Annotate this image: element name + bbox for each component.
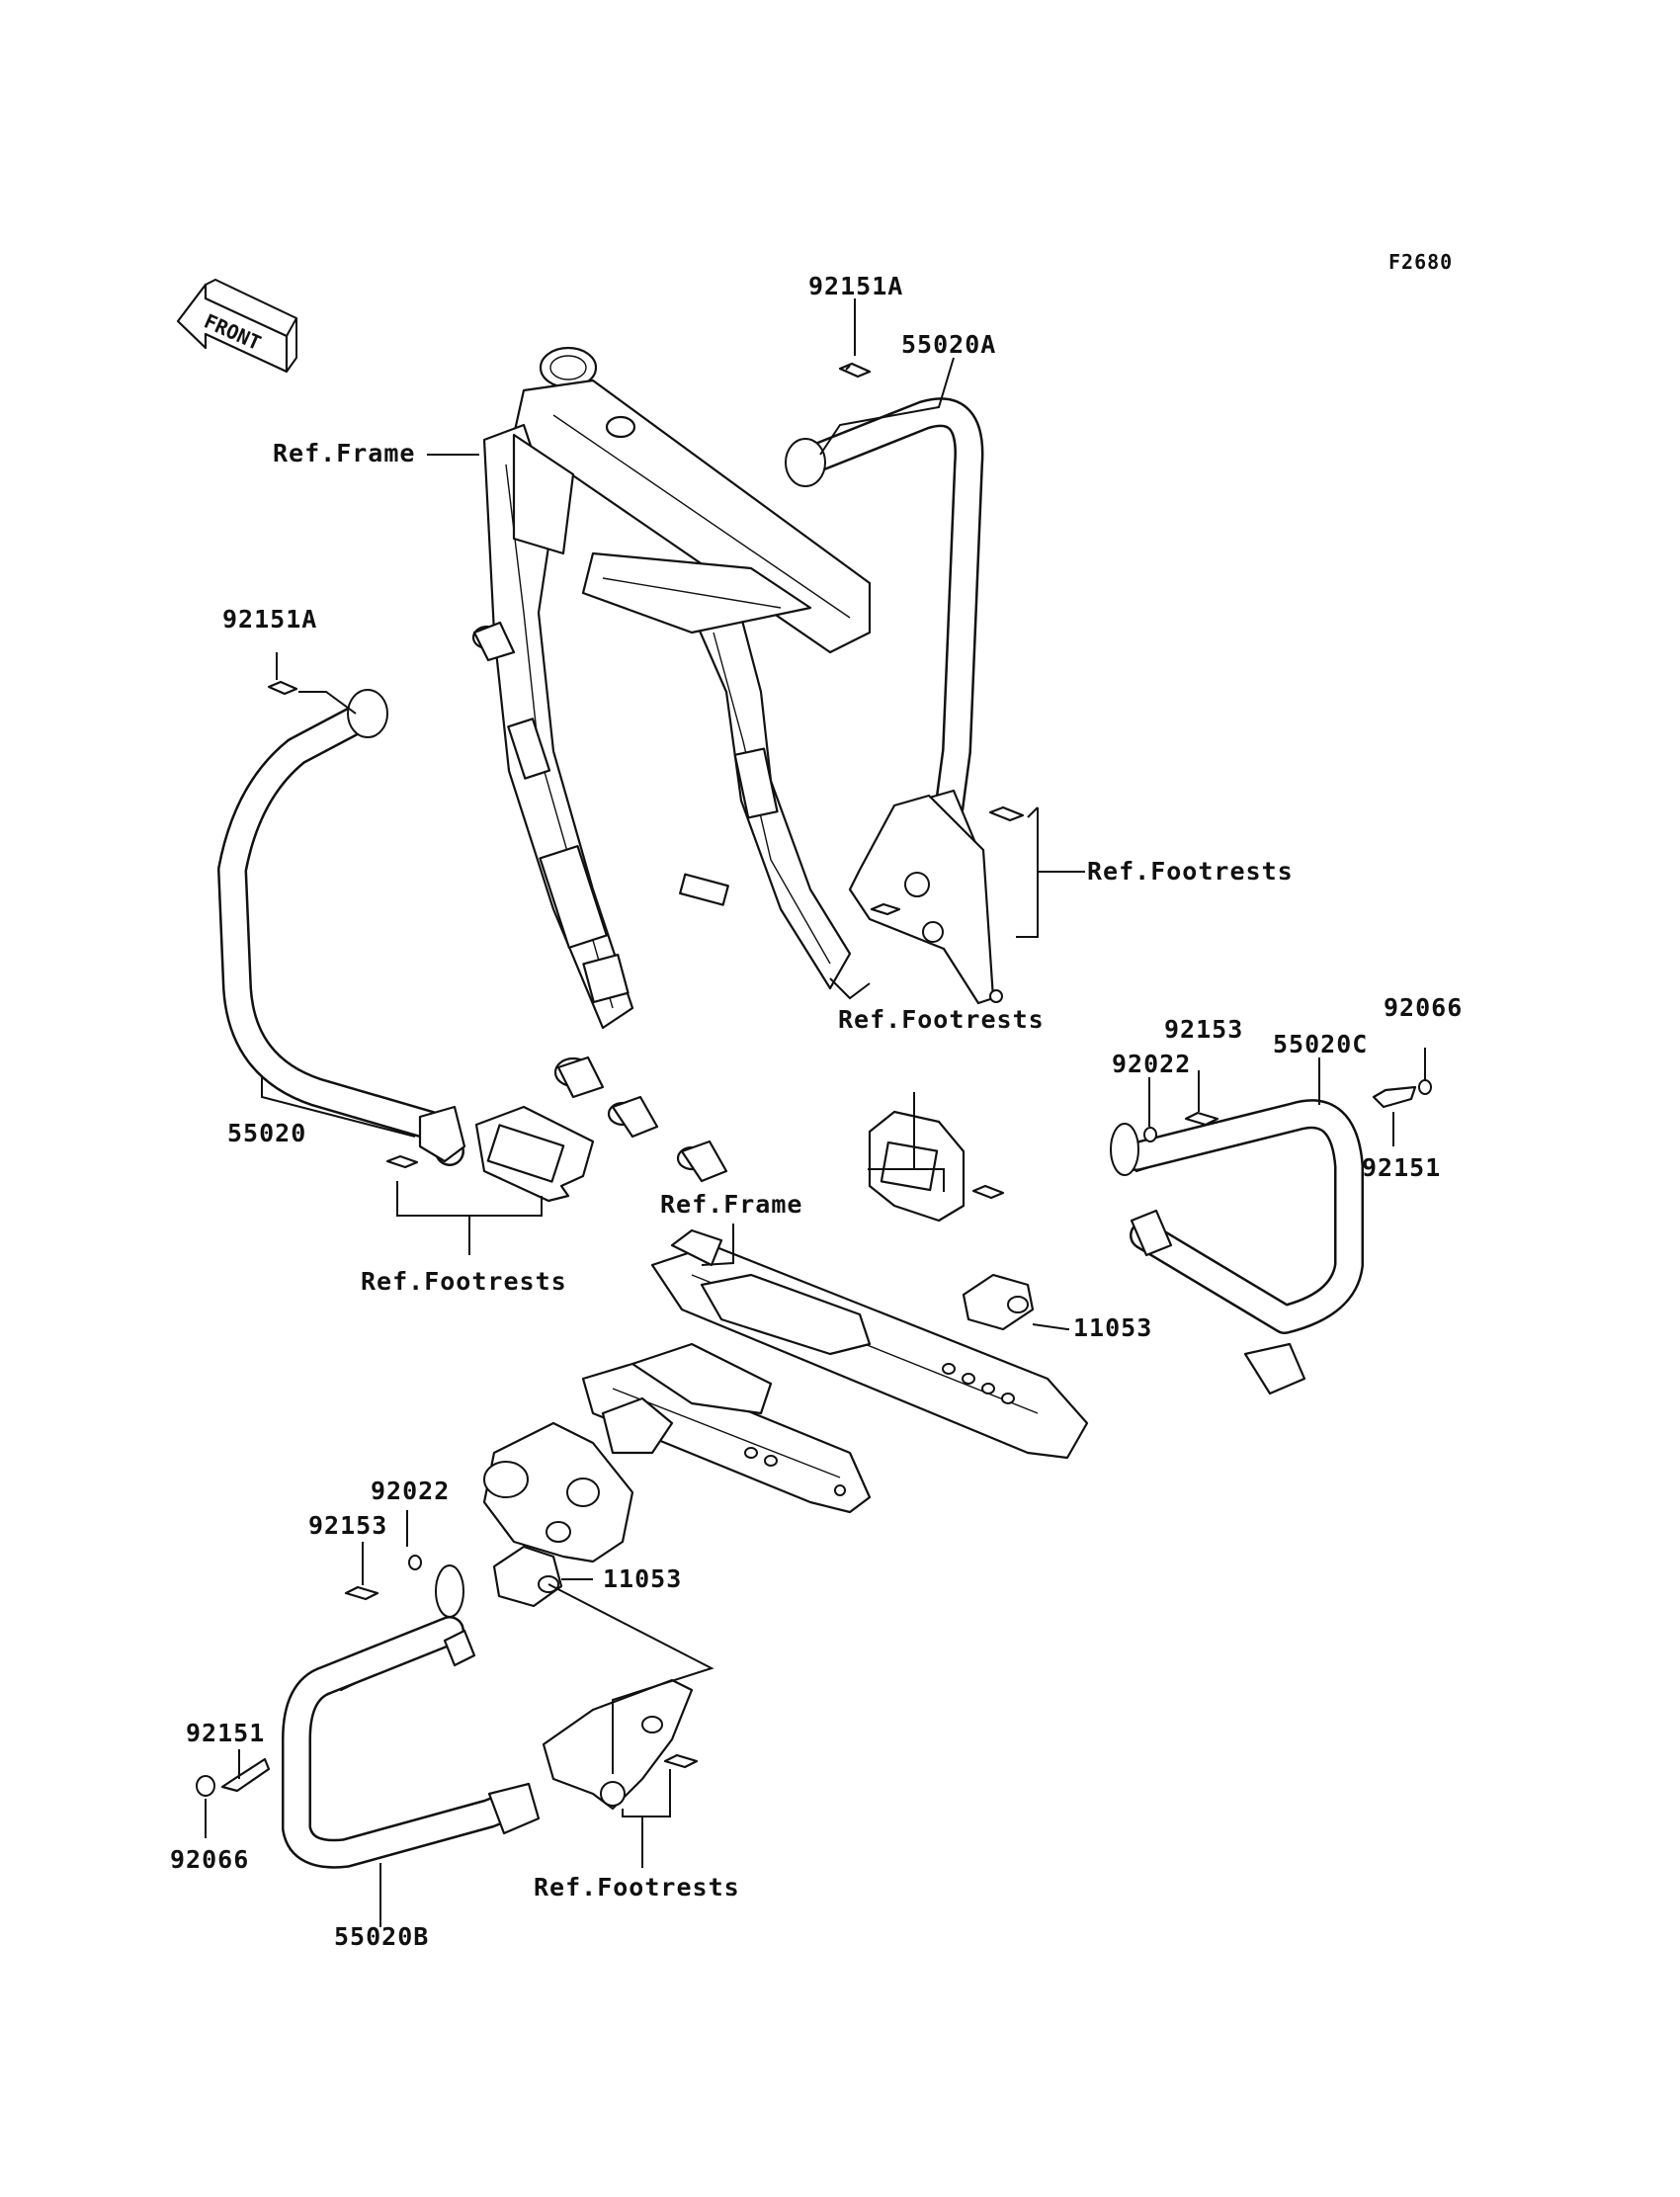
label-92151A-left: 92151A <box>222 605 317 634</box>
label-11053-right: 11053 <box>1073 1313 1152 1342</box>
label-92066-right: 92066 <box>1384 993 1463 1022</box>
lower-frame <box>482 1228 1089 1563</box>
label-ref-footrests-bottom: Ref.Footrests <box>534 1873 740 1901</box>
callout-labels: 92151A 55020A Ref.Frame 92151A Ref.Footr… <box>170 272 1463 1951</box>
footrest-bracket-lower-left <box>542 1678 694 1811</box>
leader-lines <box>205 298 1426 1927</box>
label-11053-left: 11053 <box>603 1564 682 1593</box>
label-ref-footrests-left: Ref.Footrests <box>361 1267 567 1296</box>
label-92022-right: 92022 <box>1112 1050 1191 1078</box>
bracket-11053-left <box>492 1545 563 1608</box>
label-92153-left: 92153 <box>308 1511 387 1540</box>
washer-92022-right <box>1143 1127 1157 1142</box>
footrest-bracket-upper-right <box>848 794 1003 1005</box>
label-55020A: 55020A <box>901 330 996 359</box>
guard-55020 <box>217 689 466 1166</box>
label-55020: 55020 <box>227 1119 306 1147</box>
label-55020B: 55020B <box>334 1922 429 1951</box>
guard-55020C <box>1110 1099 1364 1395</box>
footrest-bracket-mid <box>868 1110 966 1223</box>
bolt-footrest-upper-right <box>988 805 1025 822</box>
label-55020C: 55020C <box>1273 1030 1368 1058</box>
label-92153-right: 92153 <box>1164 1015 1243 1044</box>
main-frame <box>471 346 872 1183</box>
label-92151-right: 92151 <box>1362 1153 1441 1182</box>
bolt-92151A-top <box>838 362 872 379</box>
label-ref-frame-top: Ref.Frame <box>273 439 415 467</box>
label-92151-left: 92151 <box>186 1719 265 1747</box>
bolt-92151-right <box>1372 1085 1417 1109</box>
label-92022-left: 92022 <box>371 1477 450 1505</box>
bolt-92153-left <box>344 1585 379 1601</box>
bolt-footrest-lower-left <box>663 1753 699 1769</box>
bolt-footrest-left <box>385 1154 419 1169</box>
bolt-92151A-left <box>267 680 298 696</box>
label-ref-footrests-right: Ref.Footrests <box>1087 857 1294 886</box>
cap-92066-left <box>196 1775 215 1797</box>
cap-92066-right <box>1418 1079 1432 1095</box>
figure-code: F2680 <box>1388 250 1453 274</box>
label-92151A-top: 92151A <box>808 272 903 300</box>
bolt-92151-left <box>220 1757 271 1793</box>
footrest-bracket-left <box>474 1105 595 1203</box>
bolt-footrest-mid <box>971 1184 1005 1200</box>
bolt-92153-right <box>1184 1111 1219 1127</box>
label-ref-frame-mid: Ref.Frame <box>660 1190 802 1219</box>
bolt-footrest-upper-right-2 <box>870 902 901 916</box>
label-ref-footrests-mid: Ref.Footrests <box>838 1005 1045 1034</box>
bracket-11053-right <box>962 1273 1035 1331</box>
label-92066-left: 92066 <box>170 1845 249 1874</box>
front-arrow-icon: FRONT <box>176 278 297 374</box>
washer-92022-left <box>408 1555 422 1570</box>
guard-55020B <box>282 1564 541 1869</box>
